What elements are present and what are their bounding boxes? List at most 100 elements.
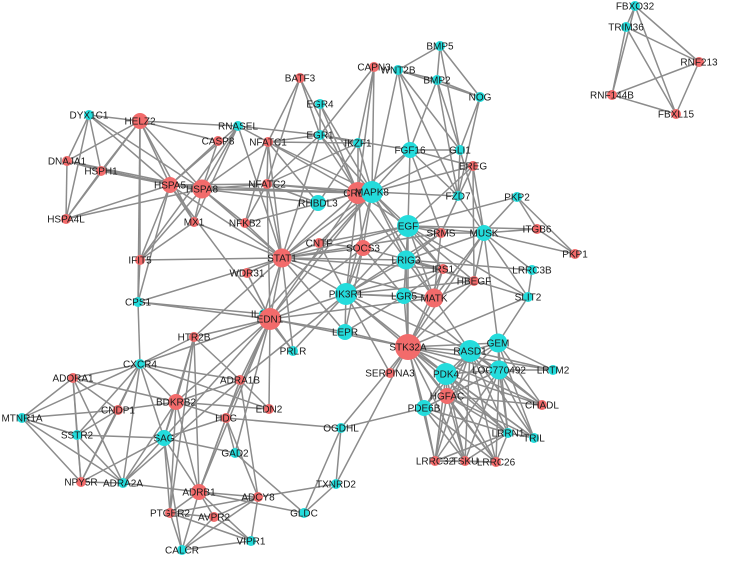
node-label-npy5r: NPY5R (64, 478, 97, 489)
edge-hgfac-chadl (446, 395, 543, 406)
node-label-batf3: BATF3 (285, 74, 316, 85)
edge-htr2b-adra1b (193, 336, 241, 381)
edge-stat1-htr2b (193, 257, 283, 338)
node-pkp2: PKP2 (504, 192, 530, 204)
node-circle-fzd7 (453, 191, 463, 201)
edge-pdk4-lrrc26 (445, 373, 497, 463)
edge-crem-edn1 (269, 192, 359, 320)
edge-hdc-adcy8 (225, 417, 259, 498)
edge-hgfac-lrrc32 (434, 395, 448, 462)
node-circle-nfatc1 (263, 137, 273, 147)
node-lrtm2: LRTM2 (537, 365, 570, 377)
edge-adra1b-cxcr4 (139, 363, 241, 381)
edge-lrrn1-lrrc32 (434, 432, 509, 462)
node-label-dyx1c1: DYX1C1 (70, 111, 109, 122)
node-circle-egf (397, 215, 419, 237)
node-circle-irs1 (438, 264, 448, 274)
edge-matk-musk (433, 232, 485, 299)
edge-lrrn1-lrrc26 (495, 432, 509, 463)
edge-egr1-stat1 (281, 134, 321, 259)
node-label-nfatc1: NFATC1 (249, 138, 287, 149)
node-gli1: GLI1 (449, 145, 471, 157)
edge-rnf144b-fbxl15 (611, 94, 677, 115)
edge-lrrn1-tsku (464, 432, 509, 462)
edge-sstr2-sag (76, 434, 165, 439)
edge-mapk8-ereg (371, 165, 474, 193)
node-edn2: EDN2 (256, 404, 283, 416)
edge-adcy8-vipr1 (250, 496, 259, 542)
edge-hdc-adrb1 (198, 417, 227, 493)
node-bdkrb2: BDKRB2 (156, 394, 196, 410)
edge-musk-slit2 (483, 232, 529, 298)
node-label-wdr31: WDR31 (229, 269, 264, 280)
edge-adora1-bdkrb2 (72, 377, 177, 403)
edge-mx1-ifit5 (139, 221, 195, 261)
node-label-pkp2: PKP2 (504, 193, 530, 204)
edge-nog-gli1 (459, 96, 481, 151)
node-circle-lrrn1 (503, 428, 513, 438)
edge-helz2-hspa8 (139, 120, 203, 190)
edge-nfatc2-rhbdl3 (266, 183, 319, 204)
edge-socs3-edn1 (269, 247, 364, 320)
edge-sstr2-adra2a (76, 434, 124, 484)
edge-adora1-mtnr1a (21, 377, 74, 419)
edge-hspa5-stat1 (169, 184, 283, 259)
edge-fbxo32-fbxl15 (634, 5, 677, 115)
node-adra1b: ADRA1B (220, 375, 260, 387)
edge-cxcr4-edn2 (139, 363, 270, 410)
edge-trim36-rnf213 (625, 26, 700, 63)
node-label-rasd1: RASD1 (453, 347, 487, 358)
edge-egf-fgf16 (407, 149, 411, 227)
node-hdc: HDC (215, 413, 237, 425)
node-mx1: MX1 (184, 217, 205, 229)
edge-wnt2b-fzd7 (397, 69, 459, 197)
node-label-helz2: HELZ2 (124, 117, 156, 128)
node-chadl: CHADL (525, 400, 559, 412)
node-cxcr4: CXCR4 (123, 359, 157, 371)
edge-nfatc1-egr1 (267, 134, 321, 143)
node-slit2: SLIT2 (515, 292, 542, 304)
node-ogdhl: OGDHL (323, 423, 359, 435)
edge-rnasel-stat1 (237, 125, 283, 259)
node-label-txnrd2: TXNRD2 (316, 480, 356, 491)
edge-musk-lrrc3b (483, 232, 533, 271)
node-circle-hspa4l (61, 214, 71, 224)
edge-fgf16-srms (409, 149, 442, 234)
node-circle-lgr5 (396, 288, 412, 304)
node-circle-wdr31 (242, 268, 252, 278)
node-label-rnasel: RNASEL (218, 122, 258, 133)
node-circle-txnrd2 (331, 479, 341, 489)
node-circle-mx1 (189, 217, 199, 227)
node-label-calcr: CALCR (165, 546, 199, 557)
node-label-tsku: TSKU (452, 457, 479, 468)
edge-batf3-crem (299, 77, 359, 194)
edge-edn1-sag (163, 318, 271, 439)
node-label-matk: MATK (420, 294, 447, 305)
node-hbegf: HBEGF (457, 276, 491, 288)
edge-ereg-musk (472, 165, 485, 234)
node-label-irs1: IRS1 (432, 265, 455, 276)
node-label-pdk4: PDK4 (433, 370, 460, 381)
edge-pik3r1-irs1 (345, 268, 444, 295)
edge-crem-nfkb2 (244, 192, 359, 224)
node-circle-pkp1 (570, 249, 580, 259)
edge-batf3-nfatc2 (266, 77, 301, 185)
node-pik3r1: PIK3R1 (329, 283, 364, 305)
edge-mapk8-gli1 (371, 149, 461, 193)
edge-egf-pkp2 (407, 196, 518, 227)
node-label-cndp1: CNDP1 (101, 406, 135, 417)
edge-helz2-cps1 (137, 120, 141, 303)
node-circle-adora1 (68, 373, 78, 383)
edge-pdk4-chadl (445, 373, 543, 406)
node-circle-cntf (314, 238, 324, 248)
edge-hgfac-lrrn1 (446, 395, 509, 434)
edge-edn1-cxcr4 (139, 318, 271, 365)
edge-bdkrb2-adrb1 (175, 401, 200, 493)
node-circle-fbxl15 (671, 109, 681, 119)
node-ifit5: IFIT5 (128, 255, 152, 267)
node-label-rnf213: RNF213 (680, 58, 718, 69)
node-label-sag: SAG (153, 434, 174, 445)
node-circle-casp8 (213, 136, 223, 146)
node-label-serpina3: SERPINA3 (365, 369, 415, 380)
node-circle-fgf16 (402, 142, 418, 158)
